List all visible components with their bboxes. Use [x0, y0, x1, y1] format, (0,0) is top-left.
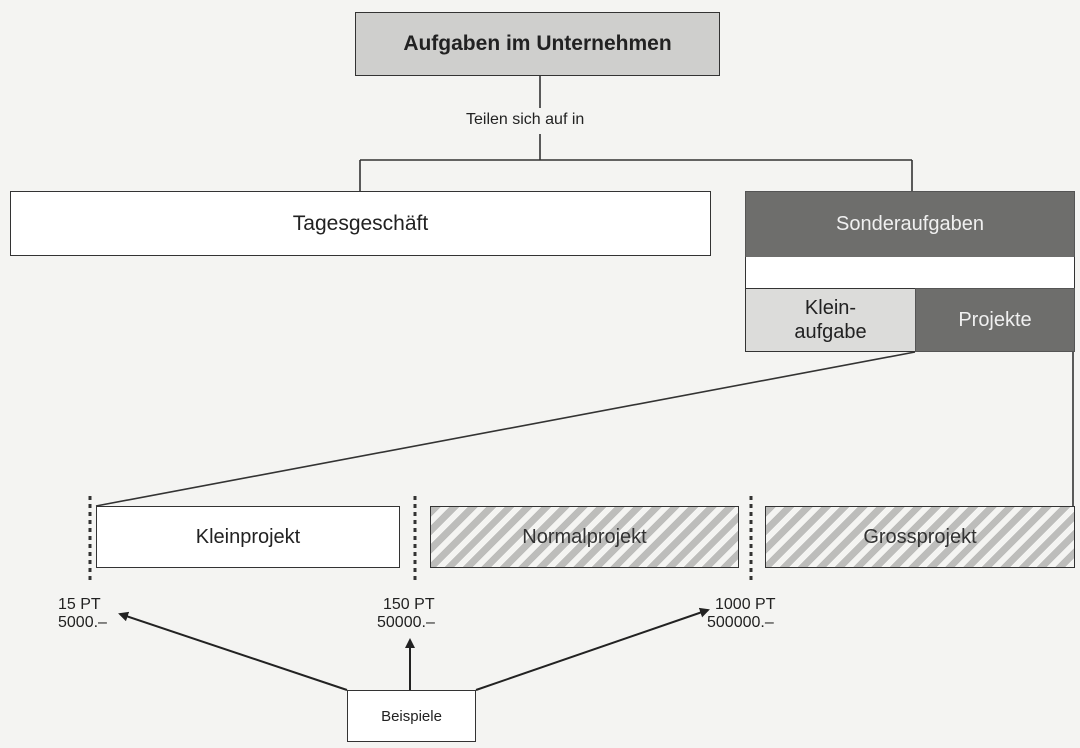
beispiele-label: Beispiele [381, 707, 442, 725]
kleinaufgabe-node: Klein- aufgabe [745, 288, 916, 352]
grossprojekt-label: Grossprojekt [863, 525, 977, 548]
threshold-150: 150 PT 50000.– [377, 596, 435, 632]
root-node: Aufgaben im Unternehmen [355, 12, 720, 76]
connector-label: Teilen sich auf in [463, 111, 588, 129]
sonderaufgaben-label: Sonderaufgaben [836, 213, 984, 235]
threshold-1000-pt: 1000 PT [715, 596, 776, 613]
normalprojekt-node: Normalprojekt [430, 506, 739, 568]
kleinaufgabe-label-line1: Klein- [804, 297, 857, 319]
threshold-150-money: 50000.– [377, 614, 435, 631]
sonderaufgaben-spacer [745, 257, 1075, 290]
kleinprojekt-label: Kleinprojekt [195, 525, 301, 548]
kleinaufgabe-label-line2: aufgabe [794, 321, 867, 343]
sonderaufgaben-node: Sonderaufgaben [745, 191, 1075, 258]
projekte-label: Projekte [958, 308, 1032, 331]
threshold-1000-money: 500000.– [707, 614, 774, 631]
threshold-1000: 1000 PT 500000.– [707, 596, 775, 632]
grossprojekt-node: Grossprojekt [765, 506, 1075, 568]
tagesgeschaeft-node: Tagesgeschäft [10, 191, 711, 256]
beispiele-box: Beispiele [347, 690, 476, 742]
threshold-15: 15 PT 5000.– [58, 596, 107, 632]
threshold-15-pt: 15 PT [58, 596, 101, 613]
arrow-to-15 [118, 611, 348, 691]
root-label: Aufgaben im Unternehmen [403, 32, 672, 55]
projekte-node: Projekte [915, 288, 1075, 352]
threshold-150-pt: 150 PT [383, 596, 435, 613]
normalprojekt-label: Normalprojekt [522, 525, 647, 548]
kleinprojekt-node: Kleinprojekt [96, 506, 400, 568]
threshold-15-money: 5000.– [58, 614, 107, 631]
tagesgeschaeft-label: Tagesgeschäft [292, 211, 429, 235]
arrow-to-1000 [475, 607, 710, 691]
expansion-left [95, 351, 916, 507]
